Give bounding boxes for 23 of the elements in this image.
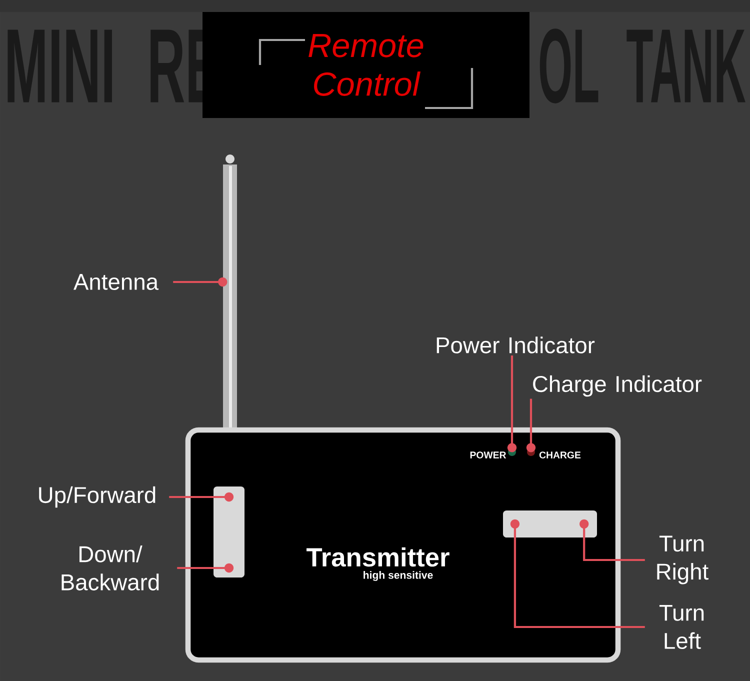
leader-line	[580, 519, 645, 562]
callout-label: Antenna	[74, 274, 159, 290]
callout-label: Charge Indicator	[533, 375, 702, 397]
rocker-button	[214, 486, 244, 578]
callout-label: Up/Forward	[39, 486, 156, 508]
callout-label: Down/ Backward	[62, 546, 159, 590]
leader-line	[177, 563, 234, 573]
leader-line	[507, 356, 517, 452]
callout-label: Turn Left	[659, 604, 704, 650]
callout-label: Power Indicator	[436, 336, 595, 354]
device-label: POWER	[470, 452, 506, 458]
rocker-button	[503, 510, 597, 538]
leader-line	[173, 277, 228, 287]
leader-line	[526, 398, 536, 452]
device-label: high sensitive	[364, 571, 433, 581]
antenna	[223, 154, 237, 430]
title-box: Remote Control	[202, 12, 530, 118]
transmitter-body	[185, 427, 621, 663]
leader-line	[169, 492, 234, 502]
callout-label: Turn Right	[657, 536, 708, 584]
device-label: CHARGE	[539, 452, 581, 458]
device-label: Transmitter	[306, 547, 450, 567]
leader-line	[510, 519, 645, 628]
